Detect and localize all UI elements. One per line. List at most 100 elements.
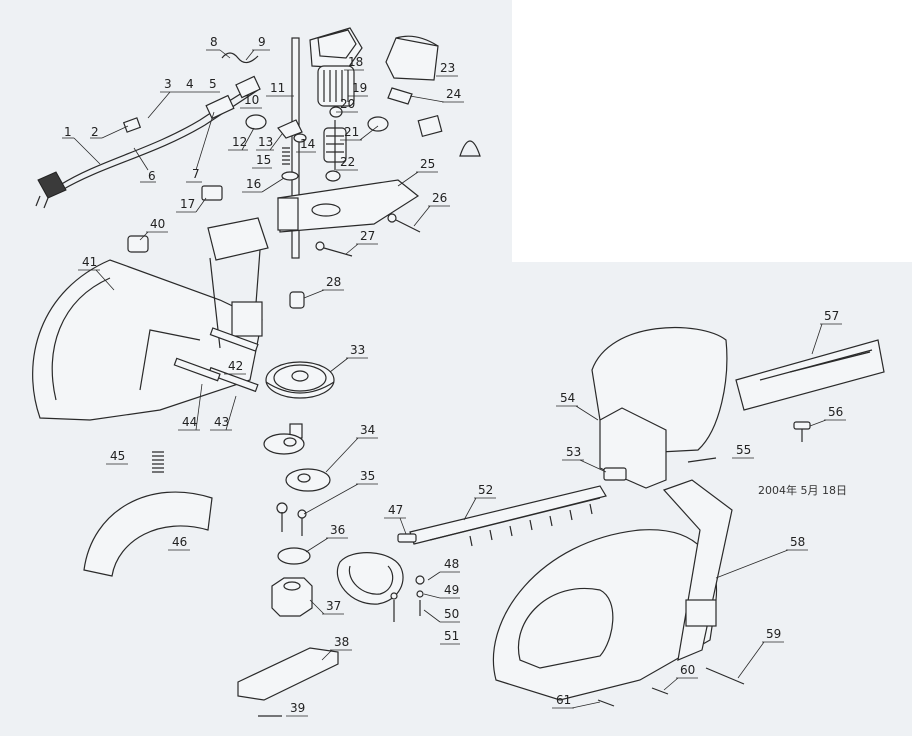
brush-holder — [417, 114, 443, 138]
label-20: 20 — [340, 97, 355, 111]
label-52: 52 — [478, 483, 493, 497]
label-5: 5 — [209, 77, 217, 91]
washer-36 — [277, 547, 311, 565]
spring-45 — [152, 451, 164, 473]
callout-2: 2 — [90, 125, 129, 139]
label-39: 39 — [290, 701, 305, 715]
label-36: 36 — [330, 523, 345, 537]
screw-26 — [387, 213, 421, 233]
label-24: 24 — [446, 87, 461, 101]
nut-37 — [271, 577, 313, 617]
label-21: 21 — [344, 125, 359, 139]
label-51: 51 — [444, 629, 459, 643]
label-44: 44 — [182, 415, 197, 429]
nut-part — [367, 116, 389, 132]
power-cord — [35, 75, 261, 209]
label-35: 35 — [360, 469, 375, 483]
pin-42 — [209, 327, 259, 352]
callout-1: 1 — [62, 125, 101, 165]
callout-labels: 1 2 3 4 5 6 7 8 9 10 11 12 13 14 15 16 1… — [62, 35, 846, 717]
part-14 — [293, 133, 307, 143]
label-13: 13 — [258, 135, 273, 149]
label-60: 60 — [680, 663, 695, 677]
label-33: 33 — [350, 343, 365, 357]
label-43: 43 — [214, 415, 229, 429]
screw-60 — [651, 687, 669, 695]
spring-clip-shape — [459, 140, 481, 157]
label-6: 6 — [148, 169, 156, 183]
screw-27 — [315, 241, 353, 257]
screw-56 — [793, 421, 811, 442]
label-57: 57 — [824, 309, 839, 323]
motor-cover — [385, 35, 439, 105]
part-17 — [201, 185, 223, 201]
gear-33 — [265, 361, 335, 399]
label-42: 42 — [228, 359, 243, 373]
label-28: 28 — [326, 275, 341, 289]
eccentric-34 — [263, 423, 331, 492]
shaft — [291, 37, 300, 259]
label-37: 37 — [326, 599, 341, 613]
label-55: 55 — [736, 443, 751, 457]
label-15: 15 — [256, 153, 271, 167]
label-38: 38 — [334, 635, 349, 649]
date-stamp: 2004年 5月 18日 — [758, 483, 847, 497]
label-23: 23 — [440, 61, 455, 75]
screw-35 — [276, 502, 307, 536]
label-19: 19 — [352, 81, 367, 95]
cover-plate-38 — [237, 647, 339, 701]
label-58: 58 — [790, 535, 805, 549]
label-34: 34 — [360, 423, 375, 437]
label-46: 46 — [172, 535, 187, 549]
label-53: 53 — [566, 445, 581, 459]
wire-clip — [221, 52, 259, 64]
label-9: 9 — [258, 35, 266, 49]
label-18: 18 — [348, 55, 363, 69]
part-13 — [277, 119, 303, 139]
armature — [323, 120, 347, 170]
label-1: 1 — [64, 125, 72, 139]
label-49: 49 — [444, 583, 459, 597]
label-48: 48 — [444, 557, 459, 571]
label-22: 22 — [340, 155, 355, 169]
part-47 — [397, 533, 417, 543]
screw-55 — [687, 457, 717, 463]
housing-left — [32, 217, 269, 421]
label-40: 40 — [150, 217, 165, 231]
label-45: 45 — [110, 449, 125, 463]
screw-59 — [705, 667, 745, 685]
motor-bracket — [309, 27, 363, 69]
blade-sheath-57 — [735, 339, 885, 411]
label-16: 16 — [246, 177, 261, 191]
label-41: 41 — [82, 255, 97, 269]
switch-53 — [603, 467, 627, 481]
housing-right-58 — [492, 479, 733, 701]
switch-40 — [127, 235, 149, 253]
label-26: 26 — [432, 191, 447, 205]
label-8: 8 — [210, 35, 218, 49]
bushing-28 — [289, 291, 305, 309]
label-12: 12 — [232, 135, 247, 149]
pin-44 — [173, 357, 221, 382]
washer-16 — [281, 171, 299, 181]
bearing-22 — [325, 170, 341, 182]
label-4: 4 — [186, 77, 194, 91]
label-61: 61 — [556, 693, 571, 707]
motor-stator — [317, 65, 355, 107]
label-11: 11 — [270, 81, 285, 95]
label-3: 3 — [164, 77, 172, 91]
bracket-plate — [277, 179, 420, 233]
hardware-48-51 — [390, 575, 425, 622]
label-14: 14 — [300, 137, 315, 151]
label-27: 27 — [360, 229, 375, 243]
label-10: 10 — [244, 93, 259, 107]
label-7: 7 — [192, 167, 200, 181]
part-12 — [245, 114, 267, 130]
label-54: 54 — [560, 391, 575, 405]
label-47: 47 — [388, 503, 403, 517]
guard-46 — [83, 491, 213, 577]
label-56: 56 — [828, 405, 843, 419]
label-50: 50 — [444, 607, 459, 621]
label-25: 25 — [420, 157, 435, 171]
